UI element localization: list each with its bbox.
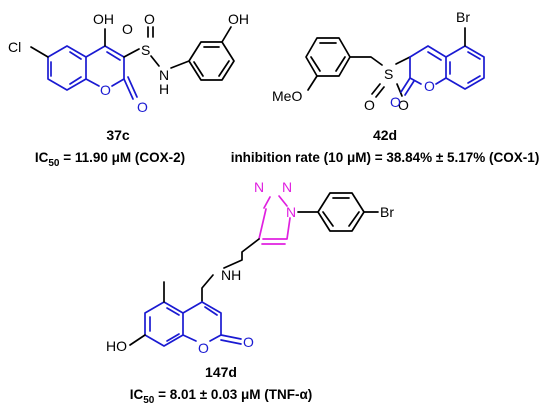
- compound-37c: Cl OH S O O N H O O OH 37c IC50 = 11.90 …: [8, 11, 249, 169]
- methoxyphenyl-ring-42d: [305, 37, 351, 77]
- bromophenyl-ring-147d: [297, 192, 379, 232]
- atom-nh: NH: [221, 267, 241, 283]
- atom-o-sulfonyl-1: O: [364, 97, 375, 113]
- atom-br: Br: [380, 204, 394, 220]
- atom-h: H: [159, 81, 169, 97]
- atom-oh: OH: [93, 11, 114, 27]
- atom-n2: N: [282, 179, 292, 195]
- atom-o-ring: O: [100, 82, 111, 98]
- activity-42d: inhibition rate (10 μM) = 38.84% ± 5.17%…: [231, 150, 540, 165]
- atom-n1: N: [254, 179, 264, 195]
- atom-o-carbonyl: O: [390, 94, 401, 110]
- atom-s: S: [141, 42, 150, 58]
- atom-n: N: [159, 67, 169, 83]
- compound-label-147d: 147d: [205, 364, 237, 380]
- atom-o-ring: O: [424, 78, 435, 94]
- triazole-ring-147d: [258, 195, 291, 245]
- atom-o-carbonyl: O: [243, 334, 254, 350]
- atom-cl: Cl: [8, 39, 21, 55]
- atom-ho: HO: [106, 338, 127, 354]
- atom-meo: MeO: [272, 88, 302, 104]
- atom-o-carbonyl: O: [137, 99, 148, 115]
- atom-n3: N: [286, 204, 296, 220]
- compound-42d: Br S O O MeO O O 42d inhibition rate (10…: [231, 9, 540, 165]
- compound-147d: N N N Br NH HO O O 147d IC50 = 8.01 ± 0.…: [106, 179, 394, 406]
- activity-37c: IC50 = 11.90 μM (COX-2): [35, 150, 185, 169]
- activity-147d: IC50 = 8.01 ± 0.03 μM (TNF-α): [130, 387, 313, 406]
- atom-o-sulfonyl-1: O: [122, 21, 133, 37]
- atom-o-sulfonyl-2: O: [144, 11, 155, 27]
- phenol-ring-37c: [188, 41, 235, 81]
- benzo-ring-147d: [144, 301, 184, 347]
- atom-br: Br: [456, 9, 470, 25]
- atom-s: S: [384, 66, 393, 82]
- pyranone-ring-147d: [182, 301, 242, 345]
- atom-o-ring: O: [198, 340, 209, 356]
- compound-label-37c: 37c: [106, 127, 130, 143]
- compound-label-42d: 42d: [373, 127, 397, 143]
- atom-o-sulfonyl-2: O: [398, 97, 409, 113]
- benzo-ring-37c: [47, 45, 87, 91]
- atom-oh-phenol: OH: [228, 11, 249, 27]
- benzo-ring-42d: [445, 45, 485, 90]
